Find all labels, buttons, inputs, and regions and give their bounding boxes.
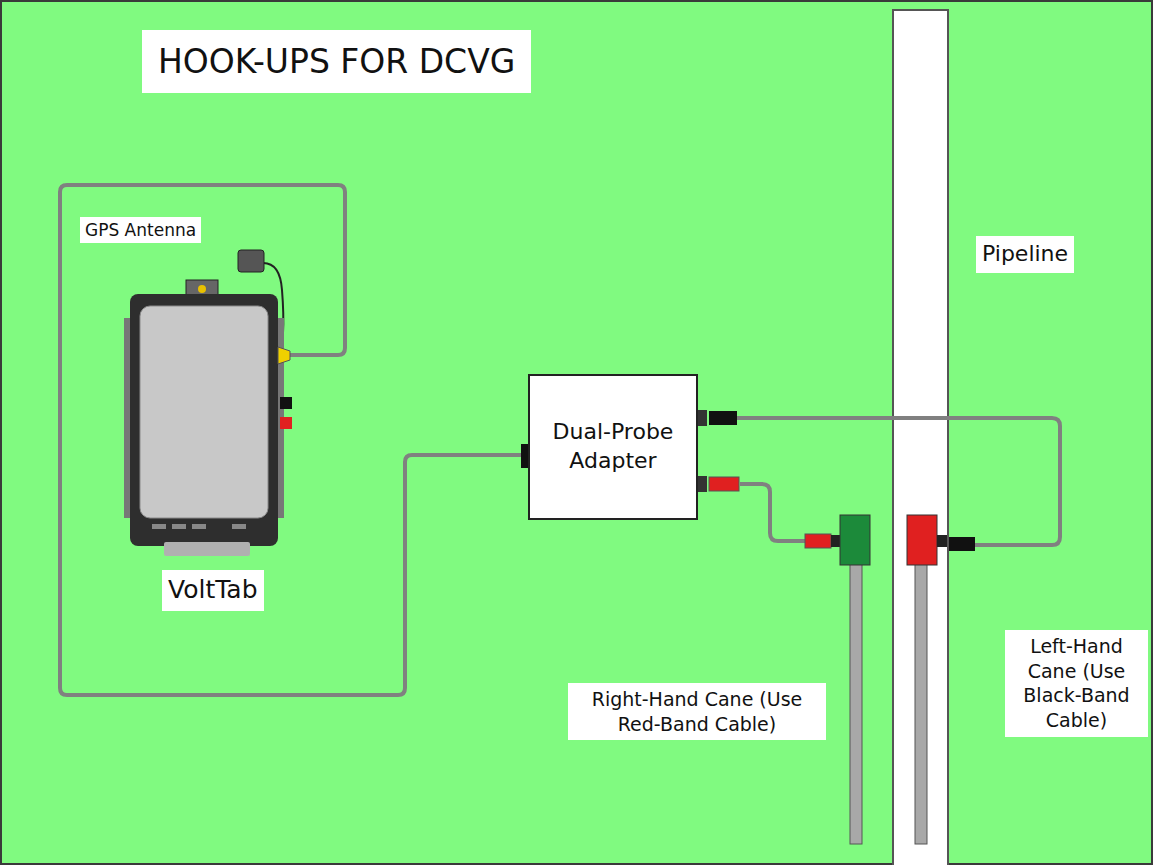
red-port <box>280 417 292 429</box>
red-band-cable <box>740 484 805 541</box>
yellow-port <box>278 347 290 364</box>
black-jack <box>697 410 707 426</box>
cane-shaft <box>850 562 862 844</box>
diagram-title: HOOK-UPS FOR DCVG <box>142 30 531 93</box>
volttab-device <box>124 280 292 556</box>
button <box>232 524 246 529</box>
cables <box>60 185 1060 695</box>
red-plug <box>709 477 739 491</box>
red-plug <box>805 534 831 548</box>
adapter-box: Dual-Probe Adapter <box>528 374 698 520</box>
black-band-cable <box>735 418 1060 545</box>
black-plug <box>949 537 975 551</box>
antenna-label: GPS Antenna <box>80 217 201 243</box>
cane-head <box>907 515 937 565</box>
button <box>152 524 166 529</box>
pipeline <box>893 10 948 865</box>
right-hand-cane <box>805 515 870 844</box>
button <box>192 524 206 529</box>
cane-label: Left-Hand Cane (Use Black-Band Cable) <box>1005 630 1148 737</box>
stand <box>164 542 250 556</box>
black-port <box>280 397 292 409</box>
jack <box>937 535 947 547</box>
top-connector-dot <box>198 285 206 293</box>
device-body <box>130 294 278 546</box>
main-cable <box>60 185 524 695</box>
cane-head <box>840 515 870 565</box>
device-label: VoltTab <box>162 570 264 611</box>
cane-label: Right-Hand Cane (Use Red-Band Cable) <box>568 683 826 740</box>
cane-shaft <box>915 562 927 844</box>
pipeline-label: Pipeline <box>976 236 1074 273</box>
left-hand-cane <box>907 515 975 844</box>
gps-antenna <box>238 250 264 272</box>
black-plug <box>709 411 737 425</box>
red-jack <box>697 476 707 492</box>
screen <box>140 306 268 518</box>
node-text: Dual-Probe Adapter <box>530 418 696 475</box>
button <box>172 524 186 529</box>
